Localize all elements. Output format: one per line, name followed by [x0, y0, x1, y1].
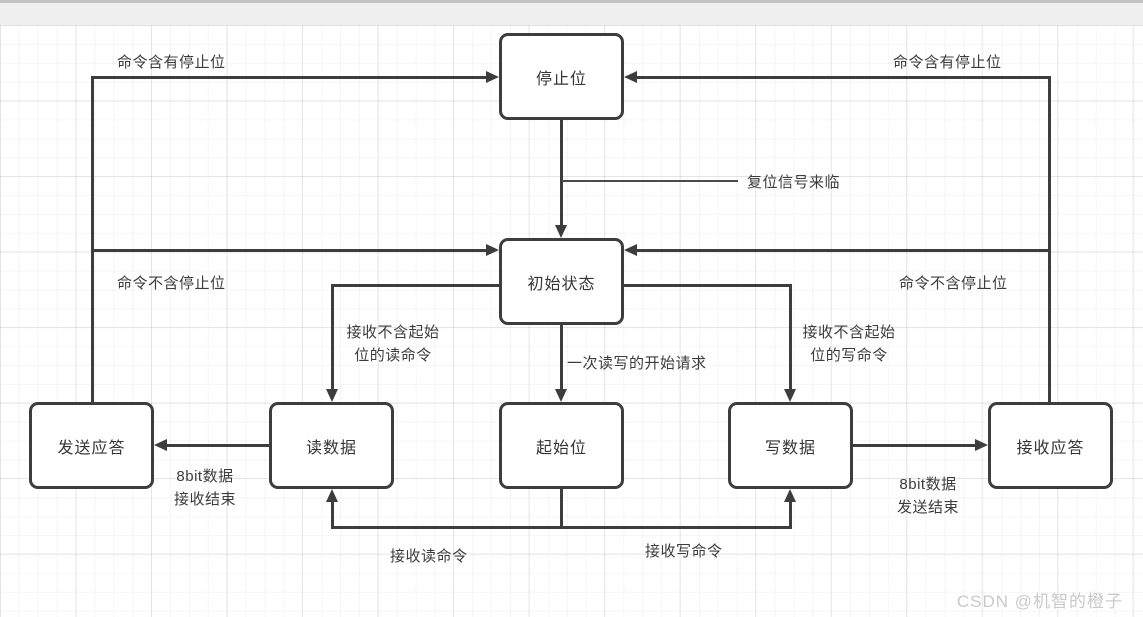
edge-initial-to-writedata-v — [789, 284, 792, 389]
arrowhead-into-initial-left — [486, 244, 499, 256]
label-cmd-without-stop-right: 命令不含停止位 — [899, 275, 1008, 292]
label-recv-read-cmd-no-start: 接收不含起始 位的读命令 — [346, 324, 440, 364]
arrowhead-into-sendack-right — [154, 439, 167, 451]
label-cmd-with-stop-right: 命令含有停止位 — [893, 54, 1002, 71]
arrowhead-into-readdata-top — [326, 389, 338, 402]
node-write-data: 写数据 — [728, 402, 853, 489]
node-stop-bit: 停止位 — [499, 33, 624, 120]
node-initial-state: 初始状态 — [499, 238, 624, 325]
edge-receiveack-to-stopbit — [637, 76, 1051, 79]
edge-initial-to-startbit — [560, 325, 563, 389]
reset-label-leader-line — [562, 180, 738, 182]
edge-startbit-bottom-h — [331, 526, 792, 529]
window-top-border — [0, 0, 1143, 3]
edge-startbit-to-readdata-v — [331, 502, 334, 528]
edge-initial-to-readdata-h — [331, 284, 499, 287]
edge-sendack-trunk — [91, 77, 94, 402]
arrowhead-into-initial-right — [624, 244, 637, 256]
edge-startbit-to-writedata-v — [789, 502, 792, 528]
arrowhead-into-writedata-bottom — [784, 489, 796, 502]
label-recv-read-cmd: 接收读命令 — [390, 548, 468, 565]
node-read-data: 读数据 — [269, 402, 394, 489]
edge-stopbit-to-initial — [560, 120, 563, 225]
arrowhead-into-stopbit-left — [486, 71, 499, 83]
edge-sendack-to-stopbit — [91, 76, 486, 79]
edge-sendack-to-initial — [91, 249, 486, 252]
csdn-watermark: CSDN @机智的橙子 — [956, 592, 1123, 611]
node-receive-ack: 接收应答 — [988, 402, 1113, 489]
arrowhead-into-startbit-top — [555, 389, 567, 402]
arrowhead-into-writedata-top — [784, 389, 796, 402]
node-send-ack: 发送应答 — [29, 402, 154, 489]
arrowhead-into-initial-top — [555, 225, 567, 238]
grid-canvas — [0, 25, 1143, 617]
label-recv-write-cmd: 接收写命令 — [645, 543, 723, 560]
label-cmd-with-stop-left: 命令含有停止位 — [117, 54, 226, 71]
label-write-8bit-done: 8bit数据 发送结束 — [896, 476, 959, 516]
arrowhead-into-stopbit-right — [624, 71, 637, 83]
edge-receiveack-to-initial — [637, 249, 1051, 252]
arrowhead-into-readdata-bottom — [326, 489, 338, 502]
edge-receiveack-trunk — [1048, 77, 1051, 402]
label-cmd-without-stop-left: 命令不含停止位 — [117, 275, 226, 292]
label-read-8bit-done: 8bit数据 接收结束 — [173, 468, 236, 508]
edge-initial-to-writedata-h — [624, 284, 792, 287]
edge-initial-to-readdata-v — [331, 284, 334, 389]
toolbar-band — [0, 3, 1143, 25]
edge-writedata-to-receiveack — [853, 444, 975, 447]
arrowhead-into-receiveack-left — [975, 439, 988, 451]
edge-readdata-to-sendack — [166, 444, 270, 447]
edge-startbit-down — [560, 489, 563, 529]
label-reset-signal: 复位信号来临 — [747, 174, 841, 191]
node-start-bit: 起始位 — [499, 402, 624, 489]
label-rw-start-request: 一次读写的开始请求 — [567, 355, 707, 372]
label-recv-write-cmd-no-start: 接收不含起始 位的写命令 — [802, 324, 896, 364]
